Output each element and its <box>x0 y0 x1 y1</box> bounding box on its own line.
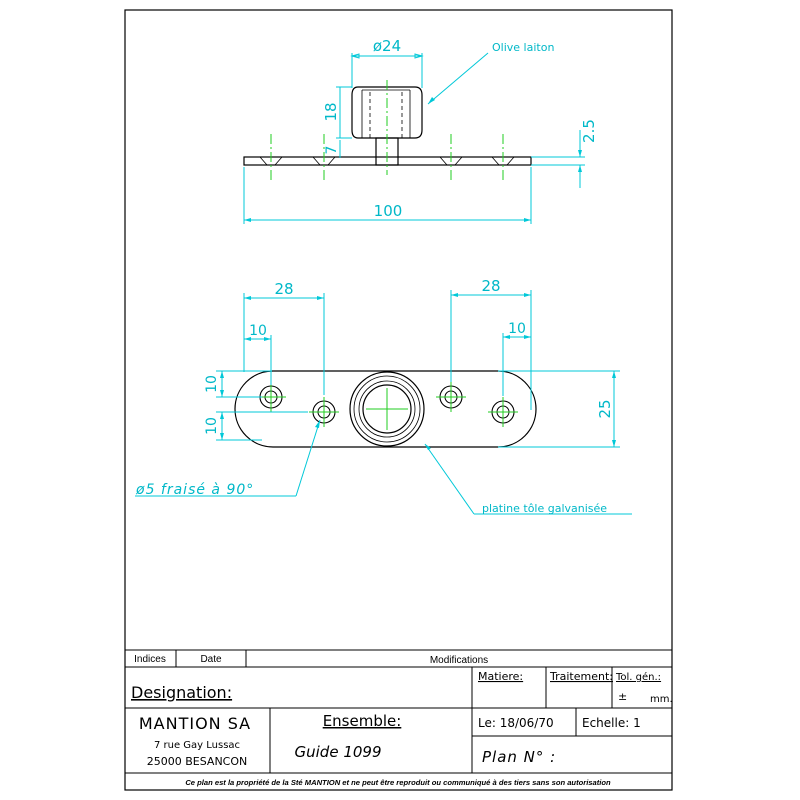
tolerance-plusminus: ± <box>618 690 627 703</box>
dim-thickness-2-5: 2.5 <box>580 119 598 143</box>
drawing-frame <box>124 9 673 791</box>
dim-diameter-24: ø24 <box>373 37 401 55</box>
callout-olive-laiton: Olive laiton <box>492 41 554 54</box>
side-dimensions: ø24 18 7 2.5 100 Olive laiton <box>243 37 598 224</box>
dim-vertical-10-bottom: 10 <box>204 417 220 435</box>
company-address-2: 25000 BESANCON <box>147 755 248 768</box>
plan-dimensions: 28 10 28 10 10 10 25 ø <box>135 277 632 515</box>
tolerance-label: Tol. gén.: <box>615 671 661 683</box>
olive-outline <box>351 86 423 139</box>
olive-ring <box>358 380 416 438</box>
countersink-mark <box>439 156 463 166</box>
company-address-1: 7 rue Gay Lussac <box>154 740 240 751</box>
side-view <box>243 80 532 182</box>
dim-length-100: 100 <box>374 202 403 220</box>
dim-left-10: 10 <box>249 323 267 339</box>
title-block: Indices Date Modifications Designation: … <box>125 649 673 787</box>
ensemble-label: Ensemble: <box>323 712 402 730</box>
dim-left-28: 28 <box>274 280 293 298</box>
olive-ring <box>353 375 421 443</box>
dim-right-28: 28 <box>481 277 500 295</box>
dim-right-10: 10 <box>508 321 526 337</box>
olive-ring-inner <box>362 384 412 434</box>
traitement-label: Traitement: <box>549 670 613 683</box>
dim-width-25: 25 <box>596 399 614 418</box>
dim-height-7: 7 <box>324 146 340 155</box>
date-label: Date <box>200 654 222 665</box>
countersink-mark <box>259 156 283 166</box>
plan-centerlines <box>256 382 518 430</box>
olive-ring-outer <box>349 371 425 447</box>
plan-view <box>234 370 537 448</box>
plan-number-label: Plan N° : <box>482 748 556 766</box>
matiere-label: Matiere: <box>478 670 523 683</box>
countersink-marks <box>259 156 515 166</box>
callout-plate: platine tôle galvanisée <box>482 502 607 515</box>
countersink-mark <box>312 156 336 166</box>
footer-ownership-notice: Ce plan est la propriété de la Sté MANTI… <box>185 778 611 787</box>
echelle-value: Echelle: 1 <box>582 716 641 730</box>
indices-label: Indices <box>134 654 166 665</box>
tolerance-unit: mm. <box>650 694 673 705</box>
countersink-mark <box>491 156 515 166</box>
dim-vertical-10-top: 10 <box>204 375 220 393</box>
ensemble-value: Guide 1099 <box>295 743 382 761</box>
modifications-label: Modifications <box>430 655 488 666</box>
date-value: Le: 18/06/70 <box>478 716 554 730</box>
designation-label: Designation: <box>131 683 232 702</box>
dim-height-18: 18 <box>322 102 340 121</box>
side-centerlines <box>270 80 504 182</box>
callout-holes: ø5 fraisé à 90° <box>135 482 254 498</box>
company-name: MANTION SA <box>139 714 251 733</box>
